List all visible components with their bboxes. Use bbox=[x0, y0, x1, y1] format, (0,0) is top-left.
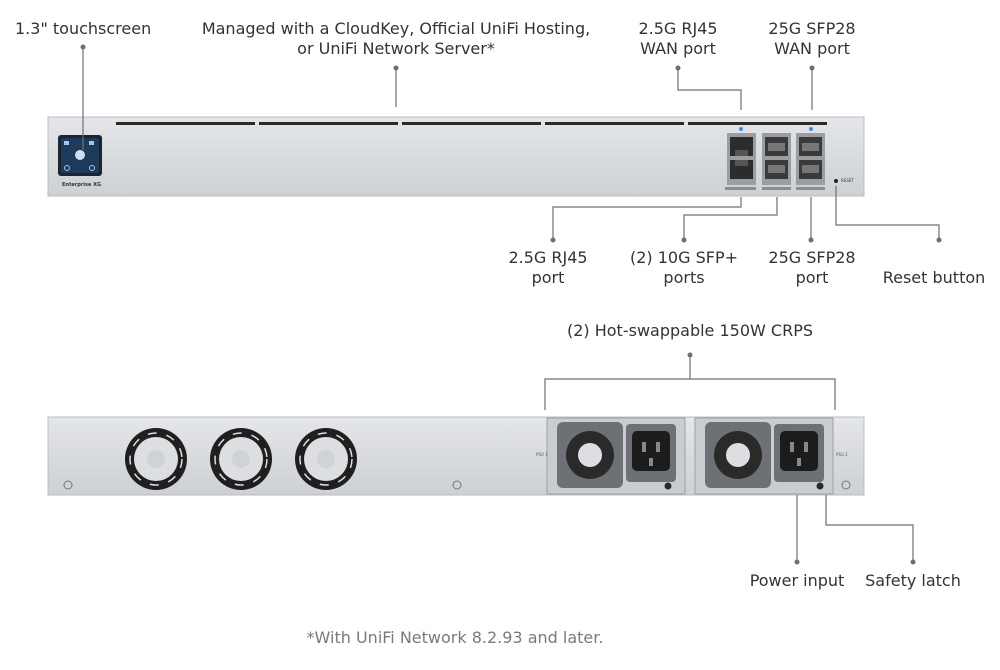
wan-sfp28-line-2: WAN port bbox=[774, 39, 850, 58]
sfp-plus-line-1: (2) 10G SFP+ bbox=[629, 248, 738, 267]
front-vents bbox=[116, 122, 827, 125]
sfp28-port-callout: 25G SFP28 port bbox=[752, 248, 872, 288]
sfp-plus-callout: (2) 10G SFP+ ports bbox=[618, 248, 750, 288]
rj45-port-line-2: port bbox=[531, 268, 565, 287]
sfp-plus-line-2: ports bbox=[663, 268, 705, 287]
front-panel bbox=[47, 116, 865, 197]
safety-latch-label: Safety latch bbox=[865, 571, 961, 590]
touchscreen-label: 1.3" touchscreen bbox=[15, 19, 152, 38]
fan-icon bbox=[210, 428, 272, 490]
power-input-callout: Power input bbox=[740, 571, 854, 591]
wan-rj45-callout: 2.5G RJ45 WAN port bbox=[623, 19, 733, 59]
management-line-1: Managed with a CloudKey, Official UniFi … bbox=[201, 19, 591, 38]
reset-button-label: Reset button bbox=[882, 268, 986, 287]
psu2-label: PSU 2 bbox=[836, 452, 848, 457]
rear-panel bbox=[47, 416, 865, 496]
crps-callout: (2) Hot-swappable 150W CRPS bbox=[540, 321, 840, 341]
fan-icon bbox=[295, 428, 357, 490]
psu-1[interactable] bbox=[546, 417, 686, 495]
psu-2[interactable] bbox=[694, 417, 834, 495]
footnote: *With UniFi Network 8.2.93 and later. bbox=[306, 628, 604, 647]
reset-button[interactable] bbox=[834, 179, 838, 183]
power-socket-icon bbox=[780, 431, 818, 471]
psu1-label: PSU 1 bbox=[536, 452, 548, 457]
brand-label: Enterprise XG bbox=[62, 182, 102, 188]
touchscreen-display[interactable] bbox=[58, 135, 102, 176]
management-line-2: or UniFi Network Server* bbox=[297, 39, 495, 58]
wan-rj45-line-2: WAN port bbox=[640, 39, 716, 58]
wan-rj45-line-1: 2.5G RJ45 bbox=[638, 19, 718, 38]
wan-sfp28-callout: 25G SFP28 WAN port bbox=[750, 19, 874, 59]
sfp-ports bbox=[725, 127, 825, 190]
reset-callout: Reset button bbox=[872, 268, 996, 288]
power-socket-icon bbox=[632, 431, 670, 471]
screw-icon bbox=[63, 480, 73, 490]
touchscreen-callout: 1.3" touchscreen bbox=[15, 19, 151, 39]
rj45-ports bbox=[727, 127, 756, 185]
leader-lines bbox=[80, 44, 942, 565]
wan-sfp28-line-1: 25G SFP28 bbox=[768, 19, 856, 38]
reset-label: RESET bbox=[841, 178, 854, 183]
management-callout: Managed with a CloudKey, Official UniFi … bbox=[200, 19, 592, 59]
sfp28-port-line-1: 25G SFP28 bbox=[768, 248, 856, 267]
safety-latch-callout: Safety latch bbox=[858, 571, 968, 591]
screw-icon bbox=[452, 480, 462, 490]
power-input-label: Power input bbox=[749, 571, 845, 590]
rj45-port-callout: 2.5G RJ45 port bbox=[493, 248, 603, 288]
screw-icon bbox=[841, 480, 851, 490]
safety-latch[interactable] bbox=[816, 482, 824, 490]
sfp28-port-line-2: port bbox=[795, 268, 829, 287]
rj45-port-line-1: 2.5G RJ45 bbox=[508, 248, 588, 267]
fan-icon bbox=[125, 428, 187, 490]
crps-label: (2) Hot-swappable 150W CRPS bbox=[566, 321, 814, 340]
